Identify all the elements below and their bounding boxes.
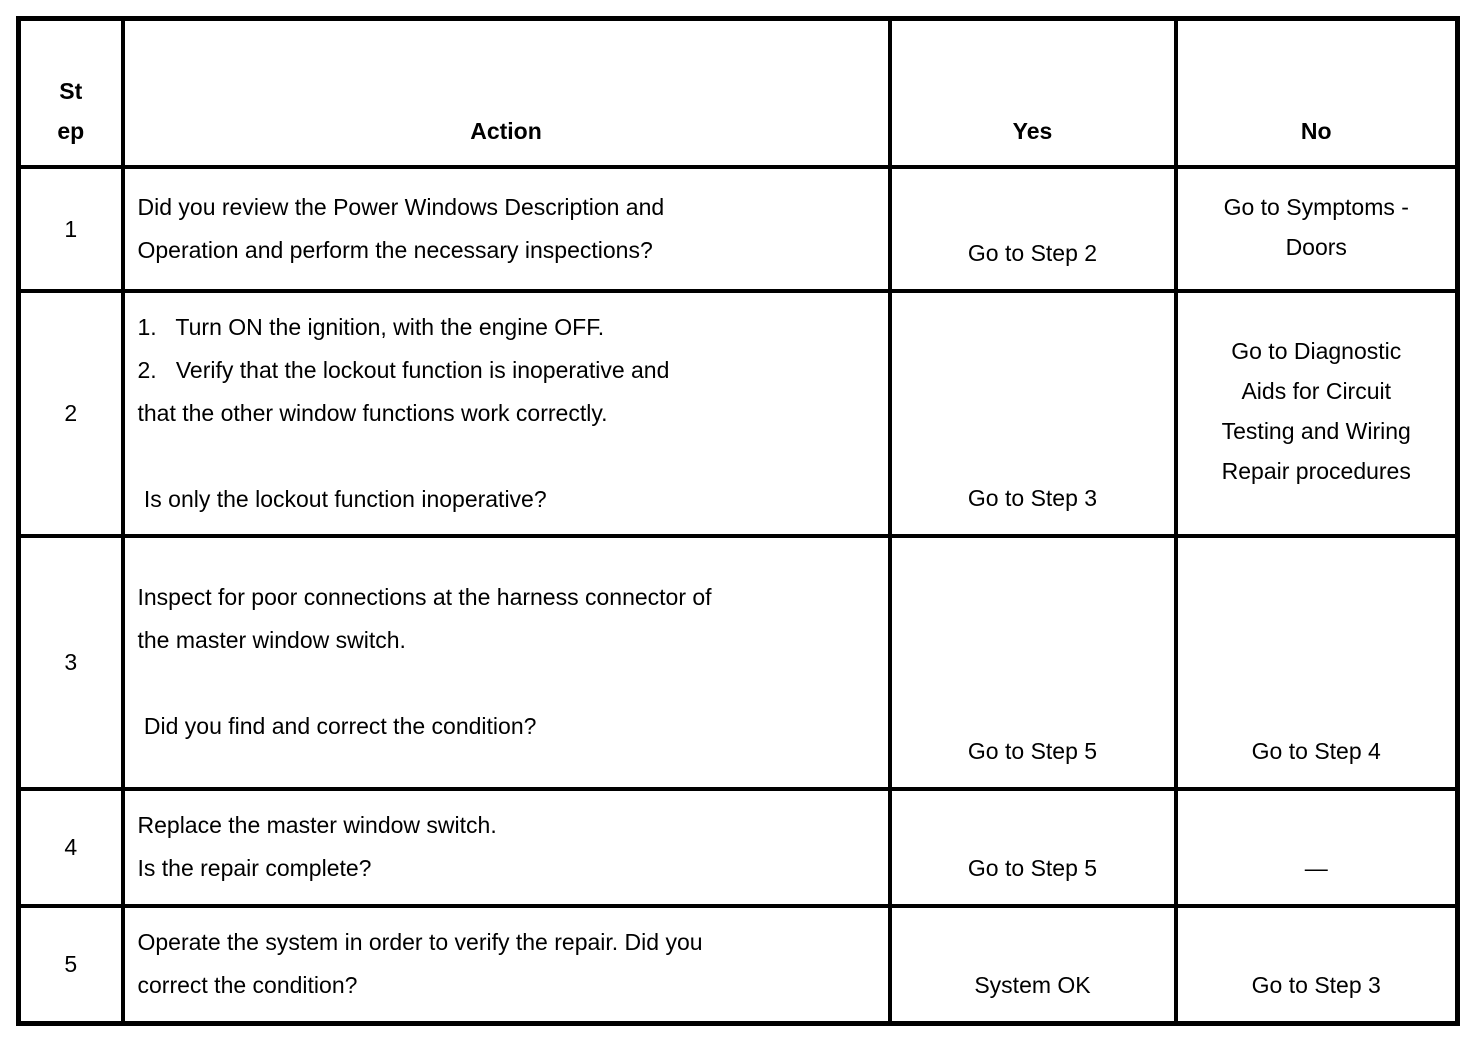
action-cell: Replace the master window switch. Is the…	[120, 786, 892, 908]
yes-cell: System OK	[887, 903, 1178, 1026]
step-cell: 5	[16, 903, 125, 1026]
column-header-step: St ep	[16, 16, 125, 169]
step-cell: 1	[16, 164, 125, 293]
no-cell: Go to Step 3	[1173, 903, 1460, 1026]
yes-cell: Go to Step 3	[887, 288, 1178, 538]
yes-cell: Go to Step 2	[887, 164, 1178, 293]
yes-cell: Go to Step 5	[887, 533, 1178, 791]
column-header-yes: Yes	[887, 16, 1178, 169]
no-cell: Go to Diagnostic Aids for Circuit Testin…	[1173, 288, 1460, 538]
header-row: St ep Action Yes No	[16, 16, 1460, 169]
action-cell: Inspect for poor connections at the harn…	[120, 533, 892, 791]
action-cell: Did you review the Power Windows Descrip…	[120, 164, 892, 293]
yes-cell: Go to Step 5	[887, 786, 1178, 908]
no-cell: Go to Symptoms - Doors	[1173, 164, 1460, 293]
step-cell: 2	[16, 288, 125, 538]
column-header-no: No	[1173, 16, 1460, 169]
action-cell: 1. Turn ON the ignition, with the engine…	[120, 288, 892, 538]
no-cell: —	[1173, 786, 1460, 908]
step-cell: 4	[16, 786, 125, 908]
step-cell: 3	[16, 533, 125, 791]
no-cell: Go to Step 4	[1173, 533, 1460, 791]
action-cell: Operate the system in order to verify th…	[120, 903, 892, 1026]
column-header-action: Action	[120, 16, 892, 169]
